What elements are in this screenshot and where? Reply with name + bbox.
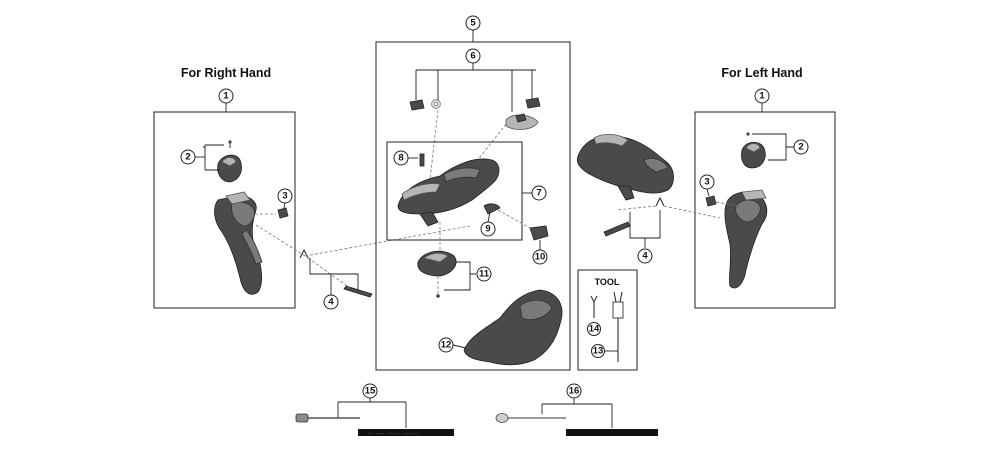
cable-16 bbox=[495, 413, 658, 436]
left-lever-frame bbox=[694, 111, 836, 309]
svg-text:16: 16 bbox=[569, 386, 580, 397]
callout-2-right-leader bbox=[203, 144, 224, 171]
callout-16: 16 bbox=[566, 383, 582, 399]
callout-11-leader bbox=[444, 261, 476, 291]
callout-2-left: 2 bbox=[793, 139, 809, 155]
tool-title: TOOL bbox=[595, 277, 620, 287]
callout-6-leader bbox=[415, 63, 536, 112]
left-lever-cover-part bbox=[741, 141, 766, 169]
svg-text:3: 3 bbox=[282, 191, 287, 202]
svg-text:9: 9 bbox=[485, 224, 490, 235]
svg-text:5: 5 bbox=[470, 18, 476, 29]
svg-text:12: 12 bbox=[441, 340, 452, 351]
center-bolt-parts bbox=[409, 97, 541, 130]
svg-text:6: 6 bbox=[470, 51, 475, 62]
right-lever-body bbox=[214, 191, 263, 295]
callout-4-right: 4 bbox=[323, 294, 339, 310]
svg-text:2: 2 bbox=[185, 152, 190, 163]
callout-10: 10 bbox=[532, 249, 548, 265]
callout-8: 8 bbox=[393, 150, 409, 166]
svg-text:7: 7 bbox=[536, 188, 541, 199]
callout-3-left: 3 bbox=[699, 174, 715, 190]
callout-14: 14 bbox=[587, 322, 601, 336]
svg-text:4: 4 bbox=[642, 251, 648, 262]
callout-12: 12 bbox=[438, 337, 454, 353]
center-parts-frame bbox=[375, 41, 571, 371]
tool-13 bbox=[612, 291, 624, 362]
center-spring-9 bbox=[483, 203, 501, 215]
subassembly-frame bbox=[386, 141, 523, 241]
svg-text:-- ---- ----- -------: -- ---- ----- ------- bbox=[368, 432, 418, 436]
svg-text:13: 13 bbox=[593, 346, 604, 357]
callout-7: 7 bbox=[531, 185, 547, 201]
cable-15: -- ---- ----- ------- bbox=[295, 413, 454, 436]
svg-text:14: 14 bbox=[589, 324, 600, 335]
svg-text:10: 10 bbox=[535, 252, 546, 263]
right-hand-title: For Right Hand bbox=[181, 66, 271, 80]
right-small-part-3 bbox=[277, 207, 289, 219]
svg-text:15: 15 bbox=[365, 386, 376, 397]
svg-text:4: 4 bbox=[328, 297, 334, 308]
callout-4-left: 4 bbox=[637, 248, 653, 264]
svg-text:3: 3 bbox=[704, 177, 709, 188]
left-bracket-body bbox=[576, 134, 674, 201]
left-lever-body bbox=[724, 189, 768, 289]
callout-15: 15 bbox=[362, 383, 378, 399]
svg-text:8: 8 bbox=[398, 153, 403, 164]
center-bracket-body bbox=[397, 158, 500, 227]
right-cable-part-4 bbox=[299, 225, 471, 298]
center-part-11 bbox=[417, 250, 457, 298]
callout-15-leader bbox=[337, 398, 407, 428]
callout-1-left: 1 bbox=[754, 88, 770, 104]
callout-2-left-leader bbox=[752, 133, 794, 161]
callout-11: 11 bbox=[476, 266, 492, 282]
left-small-part-3 bbox=[705, 195, 717, 207]
svg-text:1: 1 bbox=[759, 91, 765, 102]
callout-16-leader bbox=[541, 398, 613, 428]
callout-3-right: 3 bbox=[277, 188, 293, 204]
callout-13: 13 bbox=[591, 344, 605, 358]
svg-text:11: 11 bbox=[479, 269, 490, 280]
callout-9: 9 bbox=[480, 221, 496, 237]
left-hand-title: For Left Hand bbox=[721, 66, 802, 80]
svg-text:1: 1 bbox=[223, 91, 229, 102]
callout-6: 6 bbox=[465, 48, 481, 64]
callout-1-right: 1 bbox=[218, 88, 234, 104]
center-small-screw-8 bbox=[419, 153, 425, 167]
right-lever-cover-part bbox=[217, 154, 242, 183]
left-cable-part-4 bbox=[603, 196, 721, 237]
center-hood-12 bbox=[463, 289, 563, 366]
tool-14 bbox=[590, 295, 598, 318]
center-part-10 bbox=[529, 225, 549, 241]
callout-5: 5 bbox=[465, 15, 481, 31]
svg-text:2: 2 bbox=[798, 142, 803, 153]
callout-2-right: 2 bbox=[180, 149, 196, 165]
right-lever-frame bbox=[153, 111, 296, 309]
tool-frame bbox=[577, 269, 638, 371]
